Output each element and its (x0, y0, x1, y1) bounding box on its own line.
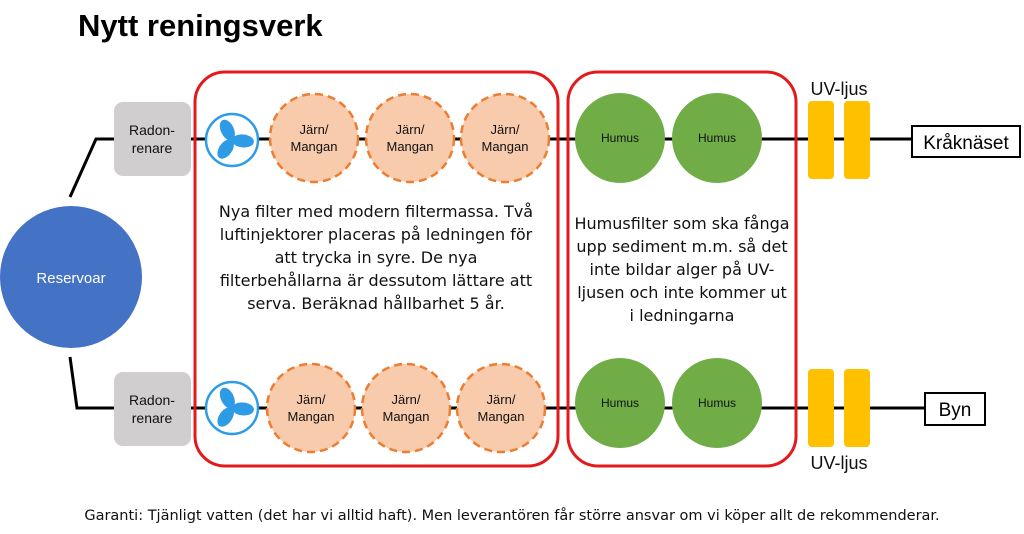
radon-cleaner-bottom (114, 372, 191, 446)
svg-text:Järn/: Järn/ (300, 122, 329, 137)
svg-text:Mangan: Mangan (383, 409, 430, 424)
destination-bottom-box (924, 392, 986, 426)
pipe-reservoir-bottom (68, 356, 115, 410)
iron-filter-bottom-1: Järn/ Mangan (265, 362, 357, 454)
uv-lamp-bottom-1 (808, 369, 834, 447)
svg-text:Järn/: Järn/ (392, 392, 421, 407)
svg-text:Humus: Humus (601, 396, 639, 410)
iron-filter-group (193, 70, 560, 468)
destination-top-box (911, 125, 1021, 158)
svg-text:Järn/: Järn/ (491, 122, 520, 137)
uv-lamp-top-1 (808, 101, 834, 179)
svg-text:Mangan: Mangan (482, 139, 529, 154)
fan-icon (204, 380, 260, 436)
uv-lamp-top-2 (844, 101, 870, 179)
humus-filter-top-1: Humus (575, 93, 665, 183)
iron-filter-top-1: Järn/ Mangan (268, 92, 360, 184)
destination-top-label: Kråknäset (923, 133, 1009, 154)
destination-bottom-label: Byn (939, 400, 972, 421)
reservoir-label: Reservoar (36, 270, 105, 287)
radon-label-top-1: Radon- (129, 122, 175, 138)
svg-text:Mangan: Mangan (288, 409, 335, 424)
svg-text:Järn/: Järn/ (487, 392, 516, 407)
svg-text:Järn/: Järn/ (396, 122, 425, 137)
humus-filter-bottom-2: Humus (672, 358, 762, 448)
svg-text:Mangan: Mangan (478, 409, 525, 424)
svg-text:Mangan: Mangan (387, 139, 434, 154)
uv-label-bottom: UV-ljus (810, 453, 867, 473)
humus-filter-group (566, 70, 798, 468)
iron-filter-top-3: Järn/ Mangan (459, 92, 551, 184)
svg-text:Humus: Humus (601, 131, 639, 145)
radon-label-bottom-2: renare (132, 410, 173, 426)
humus-filter-top-2: Humus (672, 93, 762, 183)
radon-label-bottom-1: Radon- (129, 392, 175, 408)
iron-filter-top-2: Järn/ Mangan (364, 92, 456, 184)
svg-text:Mangan: Mangan (291, 139, 338, 154)
guarantee-footer: Garanti: Tjänligt vatten (det har vi all… (84, 508, 940, 524)
svg-text:Humus: Humus (698, 396, 736, 410)
iron-filter-description: Nya filter med modern filtermassa. Två l… (218, 202, 534, 313)
humus-filter-bottom-1: Humus (575, 358, 665, 448)
reservoir-tank (0, 206, 142, 348)
svg-text:Humus: Humus (698, 131, 736, 145)
pipe-reservoir-top (68, 137, 115, 198)
uv-lamp-bottom-2 (844, 369, 870, 447)
iron-filter-bottom-3: Järn/ Mangan (455, 362, 547, 454)
radon-label-top-2: renare (132, 140, 173, 156)
iron-filter-bottom-2: Järn/ Mangan (360, 362, 452, 454)
humus-filter-description: Humusfilter som ska fånga upp sediment m… (574, 214, 790, 325)
diagram-title: Nytt reningsverk (78, 8, 323, 43)
fan-icon (204, 112, 260, 168)
radon-cleaner-top (114, 102, 191, 176)
svg-text:Järn/: Järn/ (297, 392, 326, 407)
uv-label-top: UV-ljus (810, 79, 867, 99)
